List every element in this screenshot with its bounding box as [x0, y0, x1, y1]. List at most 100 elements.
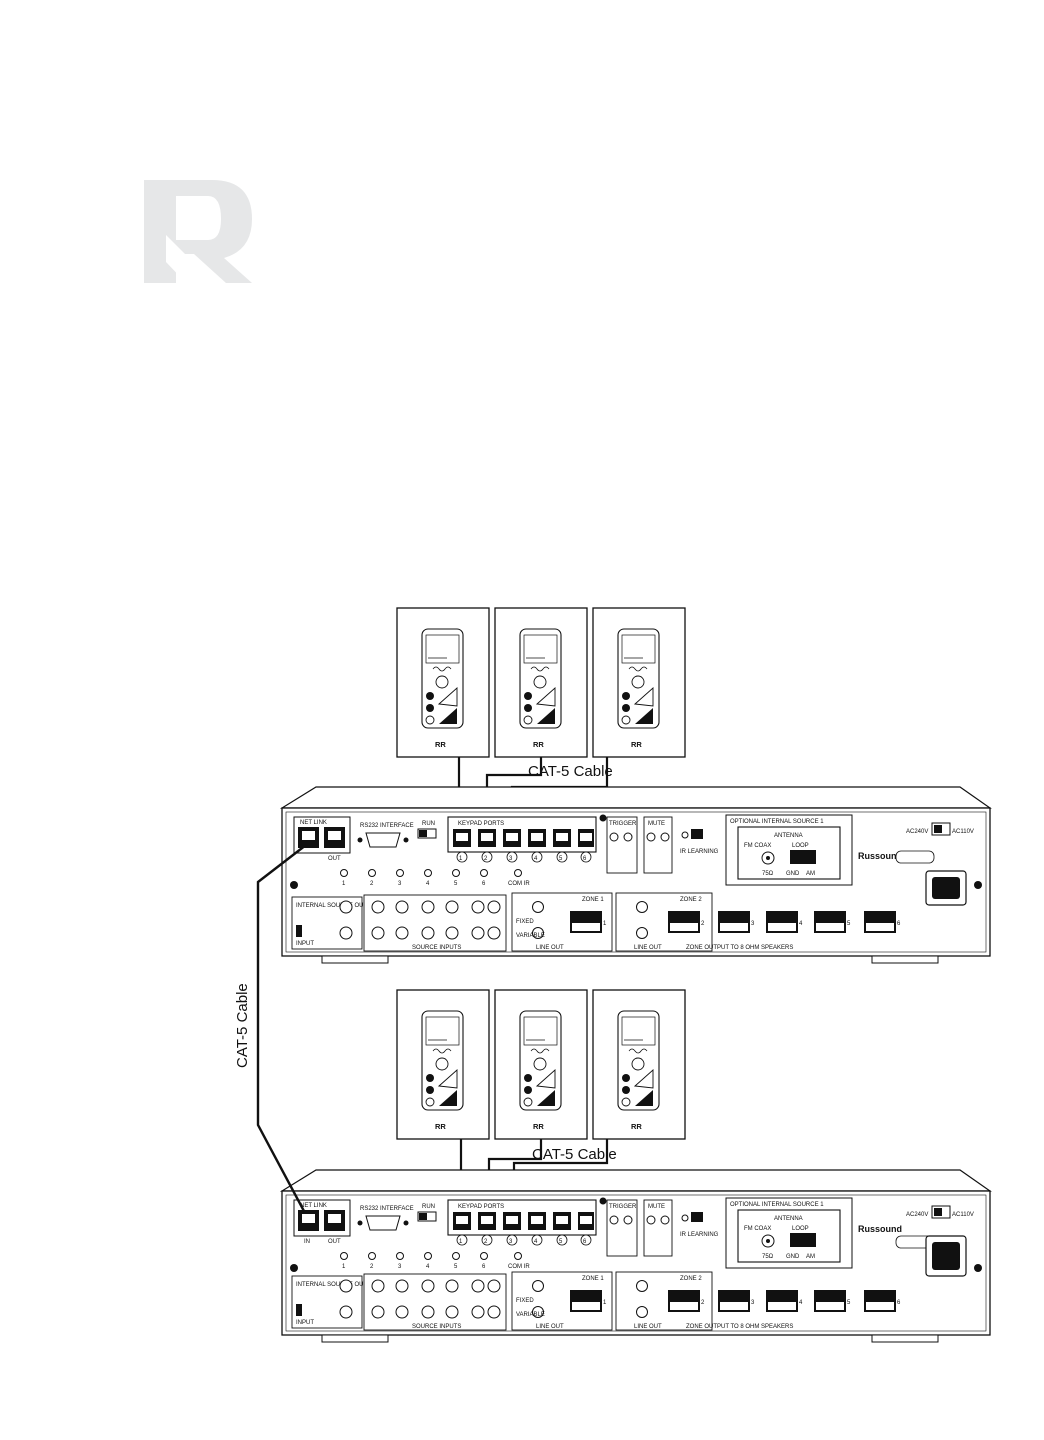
svg-text:2: 2	[701, 921, 705, 927]
svg-text:NET LINK: NET LINK	[300, 1203, 327, 1209]
svg-text:5: 5	[847, 1300, 851, 1306]
run-switch: RUN	[417, 1204, 437, 1222]
svg-text:INTERNAL SOURCE OUTPUT: INTERNAL SOURCE OUTPUT	[296, 903, 379, 909]
optional-internal-source-bay: OPTIONAL INTERNAL SOURCE 1 ANTENNA FM CO…	[725, 1197, 853, 1269]
svg-text:LINE OUT: LINE OUT	[536, 1324, 564, 1330]
svg-text:RS232 INTERFACE: RS232 INTERFACE	[360, 1206, 414, 1212]
svg-text:SOURCE INPUTS: SOURCE INPUTS	[412, 945, 461, 951]
svg-text:3: 3	[751, 921, 755, 927]
svg-text:FIXED: FIXED	[516, 919, 534, 925]
zone2-output: ZONE 2 LINE OUT 2	[615, 1271, 713, 1331]
svg-text:AC110V: AC110V	[952, 829, 974, 835]
svg-text:5: 5	[454, 1264, 458, 1270]
svg-text:1: 1	[603, 921, 607, 927]
svg-text:4: 4	[534, 856, 538, 862]
ac-power-inlet	[925, 1235, 967, 1277]
net-link-ports: NET LINK IN OUT	[293, 1199, 351, 1245]
svg-text:MUTE: MUTE	[648, 1204, 665, 1210]
svg-text:IR LEARNING: IR LEARNING	[680, 849, 719, 855]
trigger-mute-block: TRIGGER MUTE	[606, 1199, 673, 1257]
svg-text:IN: IN	[304, 1239, 310, 1245]
svg-text:2: 2	[484, 856, 488, 862]
keypad-wallplate: RR	[396, 607, 490, 758]
svg-text:LINE OUT: LINE OUT	[634, 945, 662, 951]
ir-outputs-row: 1 2 3 4 5 6 COM IR	[340, 1252, 530, 1270]
svg-text:2: 2	[701, 1300, 705, 1306]
svg-text:6: 6	[583, 856, 587, 862]
zone1-output: ZONE 1 FIXED VARIABLE LINE OUT 1	[511, 1271, 613, 1331]
svg-text:FIXED: FIXED	[516, 1298, 534, 1304]
svg-text:AM: AM	[806, 1254, 815, 1260]
svg-text:OPTIONAL INTERNAL SOURCE 1: OPTIONAL INTERNAL SOURCE 1	[730, 819, 824, 825]
keypad-group-bottom: RR RR RR	[396, 989, 686, 1140]
ir-learning-sensor: IR LEARNING	[680, 829, 719, 855]
keypad-wallplate: RR	[494, 989, 588, 1140]
keypad-wallplate: RR	[592, 607, 686, 758]
svg-text:VARIABLE: VARIABLE	[516, 1312, 545, 1318]
svg-text:3: 3	[751, 1300, 755, 1306]
svg-text:COM IR: COM IR	[508, 1264, 530, 1270]
svg-text:OPTIONAL INTERNAL SOURCE 1: OPTIONAL INTERNAL SOURCE 1	[730, 1202, 824, 1208]
keypad-wallplate: RR	[592, 989, 686, 1140]
svg-text:3: 3	[509, 856, 513, 862]
net-link-cable	[256, 844, 307, 1214]
svg-text:6: 6	[897, 921, 901, 927]
svg-text:6: 6	[897, 1300, 901, 1306]
svg-text:ANTENNA: ANTENNA	[774, 833, 803, 839]
svg-text:75Ω: 75Ω	[762, 871, 774, 877]
keypad-wallplate: RR	[396, 989, 490, 1140]
ac-power-inlet	[925, 870, 967, 906]
svg-text:Russound: Russound	[858, 1224, 902, 1234]
svg-text:AC240V: AC240V	[906, 1212, 928, 1218]
controller-unit-bottom: NET LINK IN OUT RS232 INTERFACE RUN KEYP…	[279, 1169, 992, 1343]
svg-text:4: 4	[799, 921, 803, 927]
brand-label: Russound	[858, 850, 935, 864]
russound-logo-watermark	[144, 180, 252, 283]
rs232-interface-port: RS232 INTERFACE	[357, 1206, 414, 1231]
svg-text:AM: AM	[806, 871, 815, 877]
svg-text:LINE OUT: LINE OUT	[634, 1324, 662, 1330]
svg-text:INPUT: INPUT	[296, 1320, 314, 1326]
svg-text:ZONE 2: ZONE 2	[680, 897, 702, 903]
svg-text:1: 1	[459, 1239, 463, 1245]
svg-text:2: 2	[484, 1239, 488, 1245]
internal-source-output: INTERNAL SOURCE OUTPUT INPUT	[291, 1275, 379, 1329]
svg-text:RR: RR	[631, 740, 642, 749]
svg-text:FM COAX: FM COAX	[744, 1226, 771, 1232]
zone2-output: ZONE 2 LINE OUT 2	[615, 892, 713, 952]
svg-text:RR: RR	[631, 1122, 642, 1131]
svg-text:4: 4	[426, 1264, 430, 1270]
ir-learning-sensor: IR LEARNING	[680, 1212, 719, 1238]
source-inputs-block: SOURCE INPUTS	[363, 894, 507, 952]
svg-text:5: 5	[847, 921, 851, 927]
svg-text:ZONE OUTPUT TO 8 OHM SPEAKERS: ZONE OUTPUT TO 8 OHM SPEAKERS	[686, 945, 793, 951]
speaker-terminals: 3 4 5 6 ZONE OUTPUT TO 8 OHM SPEAKERS	[686, 911, 901, 951]
svg-text:AC110V: AC110V	[952, 1212, 974, 1218]
controller-unit-top: NET LINK OUT RS232 INTERFACE RUN KEYPAD …	[279, 786, 992, 964]
svg-text:TRIGGER: TRIGGER	[609, 821, 637, 827]
ir-outputs-row: 1 2 3 4 5 6 COM IR	[340, 869, 530, 887]
svg-text:VARIABLE: VARIABLE	[516, 933, 545, 939]
svg-text:3: 3	[509, 1239, 513, 1245]
svg-text:3: 3	[398, 881, 402, 887]
keypad-group-top: RR RR RR	[396, 607, 686, 758]
speaker-terminals: 3 4 5 6 ZONE OUTPUT TO 8 OHM SPEAKERS	[686, 1290, 901, 1330]
svg-text:5: 5	[559, 856, 563, 862]
svg-text:3: 3	[398, 1264, 402, 1270]
voltage-selector: AC240V AC110V	[906, 822, 974, 836]
svg-text:4: 4	[534, 1239, 538, 1245]
svg-text:4: 4	[799, 1300, 803, 1306]
voltage-selector: AC240V AC110V	[906, 1205, 974, 1219]
svg-text:1: 1	[342, 1264, 346, 1270]
keypad-wallplate: RR	[494, 607, 588, 758]
zone1-output: ZONE 1 FIXED VARIABLE LINE OUT 1	[511, 892, 613, 952]
svg-text:RR: RR	[435, 740, 446, 749]
svg-text:ZONE 2: ZONE 2	[680, 1276, 702, 1282]
svg-text:ZONE 1: ZONE 1	[582, 897, 604, 903]
svg-text:5: 5	[559, 1239, 563, 1245]
svg-text:GND: GND	[786, 871, 800, 877]
svg-text:1: 1	[342, 881, 346, 887]
svg-text:RR: RR	[533, 1122, 544, 1131]
svg-text:Russound: Russound	[858, 851, 902, 861]
